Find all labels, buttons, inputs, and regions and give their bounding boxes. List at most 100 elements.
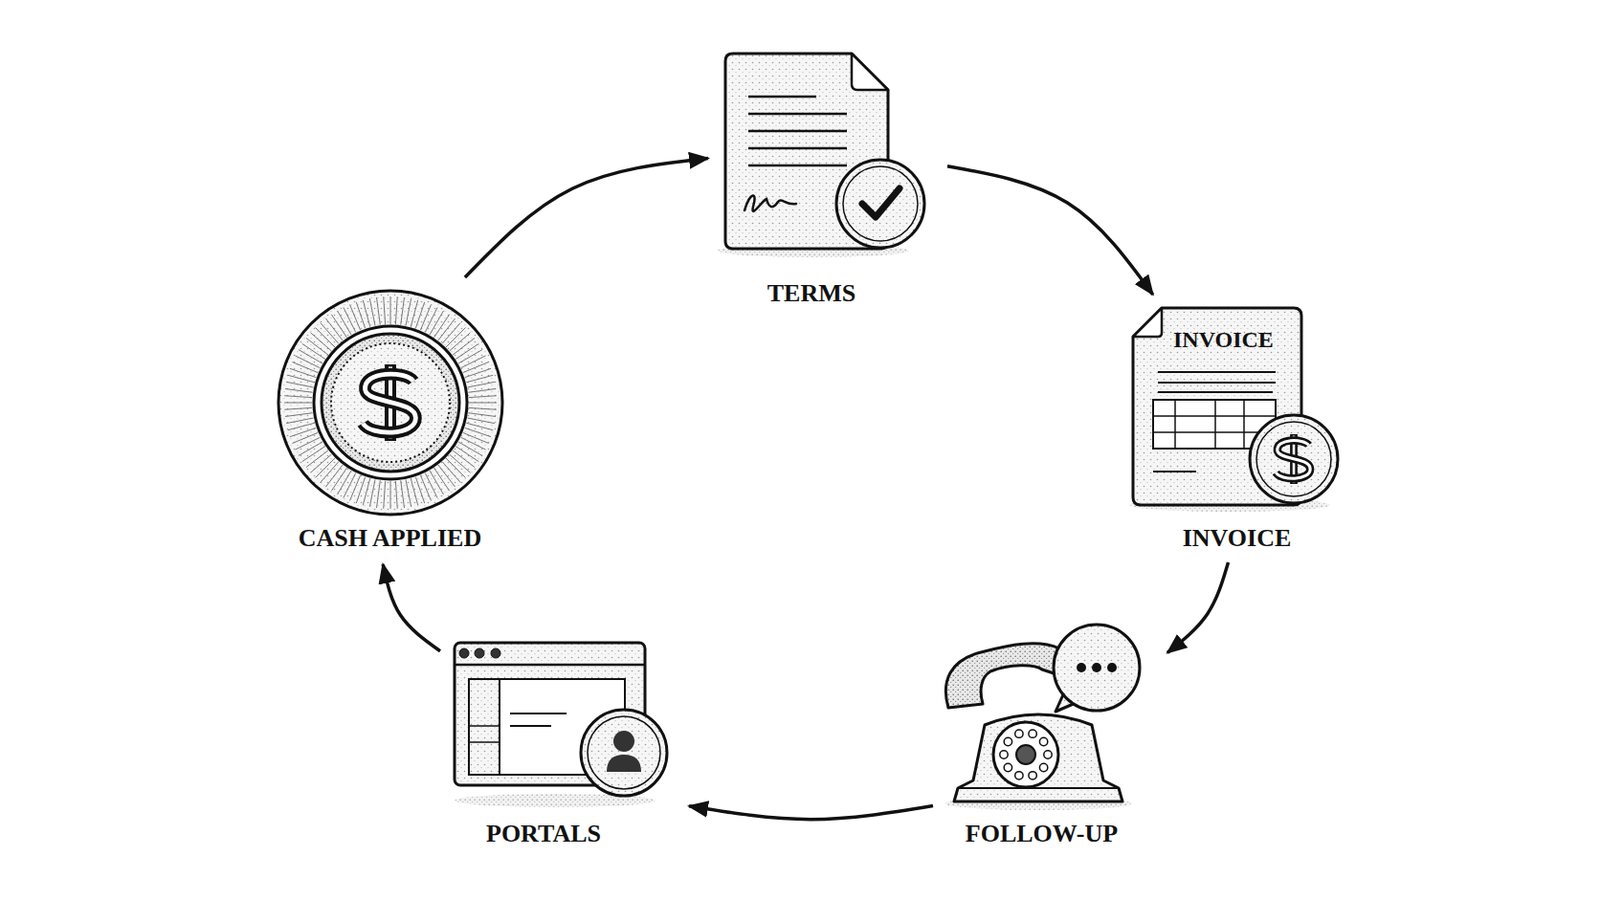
- flow-arrow: [382, 564, 441, 652]
- ring-hatch: [466, 375, 493, 383]
- ring-hatch: [302, 343, 326, 359]
- dial-hole: [1039, 763, 1047, 772]
- coin-rim: [1256, 422, 1332, 497]
- ring-hatch: [458, 350, 483, 365]
- title-bar: [454, 664, 645, 667]
- ring-hatch: [302, 446, 326, 463]
- illustration-group: [278, 290, 503, 515]
- ring-hatch: [288, 375, 315, 383]
- ring-hatch: [400, 480, 405, 509]
- ring-hatch: [315, 328, 336, 349]
- ring-hatch: [311, 333, 333, 352]
- ring-hatch: [455, 446, 479, 463]
- ring-hatch: [390, 296, 392, 325]
- dollar-sign: [1275, 434, 1311, 485]
- table-column: [1174, 400, 1177, 449]
- ring-hatch: [362, 300, 371, 328]
- check-mark: [862, 188, 900, 218]
- person-body: [606, 755, 642, 773]
- text-line: [748, 95, 817, 99]
- ring-hatch: [466, 381, 494, 388]
- text-line: [748, 130, 847, 134]
- flow-arrow: [947, 166, 1154, 295]
- ring-hatch: [286, 381, 313, 388]
- node-illustration: [942, 612, 1158, 852]
- bubble-dot: [1076, 663, 1087, 673]
- ring-hatch: [284, 402, 312, 404]
- step-label: PORTALS: [428, 820, 659, 849]
- ring-hatch: [289, 427, 316, 437]
- folded-corner: [851, 53, 889, 90]
- ring-hatch: [467, 389, 496, 394]
- ring-hatch: [298, 350, 323, 365]
- ring-hatch: [288, 422, 315, 431]
- table-row: [1153, 415, 1276, 418]
- ring-hatch: [306, 337, 329, 356]
- coin-rim: [331, 343, 450, 463]
- coin-face: [321, 333, 460, 472]
- dial-hole: [1015, 730, 1023, 738]
- ring-hatch: [466, 418, 494, 424]
- ring-hatch: [325, 465, 343, 488]
- sidebar-panel: [468, 679, 500, 776]
- coin-badge: [836, 159, 925, 248]
- ring-hatch: [442, 462, 461, 484]
- dial-center: [1016, 745, 1036, 765]
- text-line: [748, 112, 847, 116]
- illustration-group: [1129, 308, 1338, 512]
- ring-hatch: [429, 311, 445, 335]
- ring-hatch: [331, 314, 347, 338]
- content-line: [510, 725, 552, 728]
- ring-hatch: [383, 481, 386, 510]
- ring-hatch: [320, 462, 339, 484]
- dollar-curve: [1275, 441, 1311, 480]
- coin-rim: [587, 716, 661, 790]
- dollar-sign: [362, 364, 416, 442]
- ring-hatch: [400, 297, 405, 326]
- ring-hatch: [284, 396, 312, 399]
- ring-hatch: [415, 477, 424, 504]
- ring-hatch: [298, 442, 323, 457]
- step-label: TERMS: [701, 279, 922, 309]
- total-line: [1153, 470, 1197, 473]
- process-node: FOLLOW-UP: [942, 612, 1158, 852]
- ring-hatch: [377, 480, 381, 509]
- node-illustration: [449, 636, 680, 852]
- ring-hatch: [405, 479, 412, 507]
- ring-hatch: [291, 362, 318, 374]
- text-line: [1157, 371, 1276, 374]
- process-node: PORTALS: [449, 636, 680, 852]
- ring-hatch: [468, 407, 497, 410]
- text-line: [1157, 381, 1276, 384]
- sidebar-line: [468, 741, 500, 744]
- text-line: [748, 164, 847, 168]
- dial-hole: [1028, 730, 1037, 738]
- process-node: TERMS: [717, 47, 938, 312]
- table-column: [1243, 400, 1245, 449]
- inner-ring: [313, 326, 467, 480]
- ring-hatch: [306, 450, 329, 468]
- phone-base-edge: [957, 787, 1119, 790]
- ring-hatch: [343, 307, 356, 333]
- ring-hatch: [449, 333, 471, 352]
- ring-hatch: [331, 467, 347, 491]
- ring-hatch: [383, 296, 386, 325]
- ring-hatch: [461, 355, 487, 369]
- step-label: INVOICE: [1129, 524, 1345, 554]
- illustration-group: [944, 624, 1140, 811]
- flow-arrow: [1167, 562, 1229, 654]
- content-line: [510, 712, 567, 715]
- dial-hole: [1003, 737, 1012, 746]
- dial-hole: [1028, 772, 1037, 780]
- person-head: [613, 731, 635, 753]
- process-node: CASH APPLIED: [272, 287, 508, 556]
- ring-hatch: [438, 318, 456, 341]
- ring-hatch: [463, 432, 489, 444]
- ring-hatch: [458, 442, 483, 457]
- coin-badge: [580, 710, 667, 797]
- ring-hatch: [410, 300, 419, 328]
- illustration-group: [454, 643, 667, 808]
- step-label: CASH APPLIED: [272, 524, 508, 554]
- ring-hatch: [429, 470, 445, 495]
